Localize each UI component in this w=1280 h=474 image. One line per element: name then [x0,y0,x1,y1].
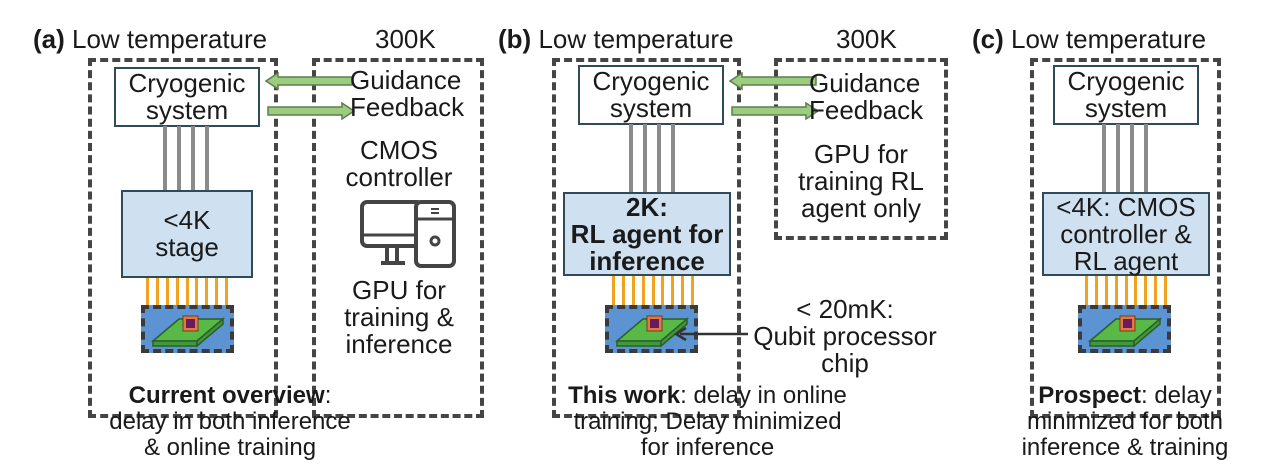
panel-b-cryo-wires [629,124,675,192]
panel-b-header-left: (b) Low temperature [498,24,734,54]
panel-b-qubit-pointer-arrow-icon [673,326,748,342]
panel-b-qubit-chip [605,305,698,353]
panel-c-caption: Prospect: delay minimized for both infer… [1021,382,1229,461]
panel-b-low-temp-label: Low temperature [538,24,734,54]
panel-c-chip-pins [1085,276,1167,306]
panel-b-feedback-label: Feedback [809,95,924,125]
panel-c-tag: (c) [972,24,1004,54]
panel-b-300k-label: 300K [836,24,897,54]
qubit-chip-icon [1087,315,1163,348]
panel-a-guidance-label: Guidance [350,65,462,95]
panel-a-tag: (a) [33,24,65,54]
panel-b-low-temp-region [552,58,741,418]
panel-a-low-temp-region [88,58,278,418]
computer-icon [360,200,456,268]
qubit-chip-icon [614,315,690,348]
panel-b-arrows [728,72,820,121]
panel-c-qubit-chip [1078,305,1171,353]
panel-b-guidance-label: Guidance [809,68,921,98]
feedback-arrow-icon [267,101,356,121]
panel-a-qubit-chip [141,305,234,353]
panel-b-chip-pins [612,276,694,306]
panel-c-low-temp-region [1030,58,1221,418]
guidance-arrow-icon [264,72,353,91]
panel-a-caption: Current overview: delay in both inferenc… [109,382,351,461]
qubit-chip-icon [150,315,226,348]
guidance-arrow-icon [728,72,817,91]
panel-a-arrows [264,72,356,121]
panel-a-header-left: (a) Low temperature [33,24,267,54]
panel-b-tag: (b) [498,24,532,54]
panel-c-header-left: (c) Low temperature [972,24,1206,54]
panel-a-low-temp-label: Low temperature [72,24,268,54]
panel-a-300k-label: 300K [375,24,436,54]
panel-b-300k-region [774,58,948,240]
panel-c-cryo-wires [1102,124,1148,192]
panel-a-feedback-label: Feedback [350,92,465,122]
panel-a-chip-pins [146,278,228,306]
panel-c-low-temp-label: Low temperature [1011,24,1207,54]
panel-b-caption: This work: delay in online training; Del… [568,382,847,461]
feedback-arrow-icon [731,101,820,121]
panel-a-300k-region [312,58,484,418]
panel-a-cryo-wires [163,126,209,190]
